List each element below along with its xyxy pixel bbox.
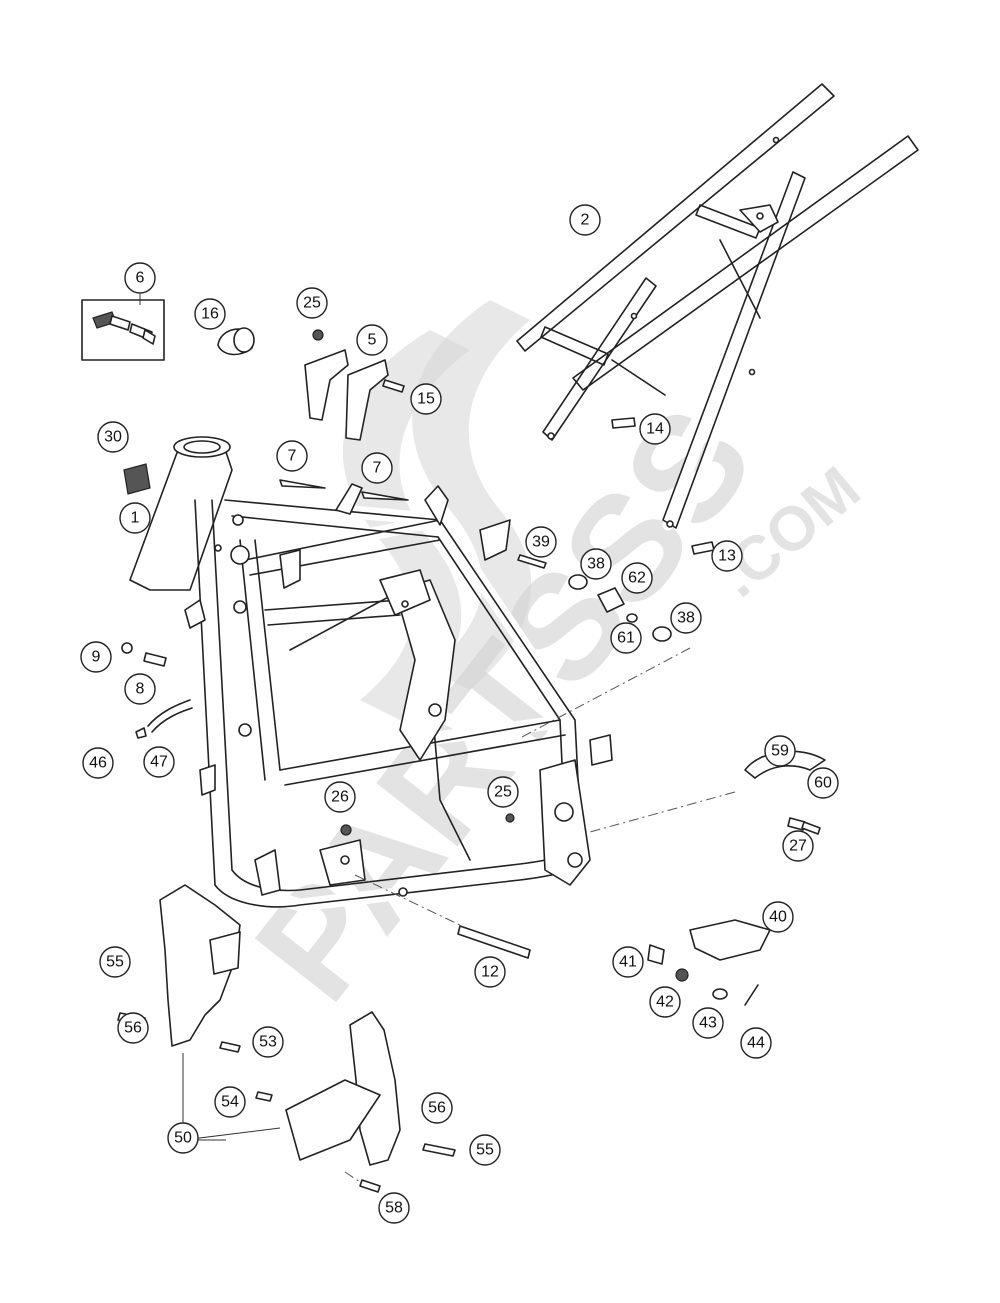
callout-14: 14 — [639, 413, 671, 445]
callout-61: 61 — [610, 622, 642, 654]
callout-7a-text: 7 — [288, 448, 297, 465]
callout-26-text: 26 — [331, 789, 349, 806]
callout-53: 53 — [252, 1026, 284, 1058]
callout-25b: 25 — [487, 776, 519, 808]
callout-40-text: 40 — [769, 909, 787, 926]
callout-62-text: 62 — [628, 570, 646, 587]
callout-7b-text: 7 — [373, 460, 382, 477]
callout-47-text: 47 — [150, 754, 168, 771]
callout-58: 58 — [378, 1192, 410, 1224]
part-bolt-14 — [611, 417, 636, 429]
part-cap — [217, 327, 255, 356]
callout-53-text: 53 — [259, 1034, 277, 1051]
callout-41: 41 — [612, 946, 644, 978]
callout-12-text: 12 — [481, 964, 499, 981]
callout-30: 30 — [97, 421, 129, 453]
callout-30-text: 30 — [104, 429, 122, 446]
part-frame-protectors — [117, 884, 456, 1193]
part-nut-25 — [505, 813, 515, 823]
callout-43-text: 43 — [699, 1015, 717, 1032]
part-shock-mount — [517, 554, 672, 642]
part-long-bolt — [457, 925, 531, 959]
callout-7a: 7 — [276, 440, 308, 472]
callout-13-text: 13 — [718, 548, 736, 565]
callout-5: 5 — [356, 324, 388, 356]
rear-subframe — [514, 83, 919, 536]
callout-9-text: 9 — [92, 649, 101, 666]
callout-25a-text: 25 — [303, 295, 321, 312]
callout-6: 6 — [124, 262, 156, 294]
callout-38a-text: 38 — [587, 556, 605, 573]
callout-41-text: 41 — [619, 954, 637, 971]
callout-44-text: 44 — [747, 1035, 765, 1052]
part-bracket-set — [304, 329, 405, 441]
part-bolt-nut-8-9 — [121, 642, 167, 667]
callout-15-text: 15 — [417, 391, 435, 408]
callout-61-text: 61 — [617, 630, 635, 647]
callout-39: 39 — [525, 526, 557, 558]
callout-25a: 25 — [296, 287, 328, 319]
callout-38a: 38 — [580, 548, 612, 580]
callout-9: 9 — [80, 641, 112, 673]
callout-56a: 56 — [117, 1012, 149, 1044]
callout-42-text: 42 — [656, 994, 674, 1011]
callout-60: 60 — [807, 767, 839, 799]
main-frame — [129, 436, 613, 912]
callout-46: 46 — [82, 747, 114, 779]
callout-47: 47 — [143, 746, 175, 778]
callout-labels: 1 2 5 6 7 7 8 9 12 13 14 15 16 25 25 26 … — [80, 204, 839, 1224]
part-footrest — [647, 919, 771, 1006]
callout-55b: 55 — [469, 1134, 501, 1166]
callout-5-text: 5 — [368, 332, 377, 349]
callout-7b: 7 — [361, 452, 393, 484]
callout-1: 1 — [119, 502, 151, 534]
callout-62: 62 — [621, 562, 653, 594]
callout-2: 2 — [569, 204, 601, 236]
part-nut-26 — [340, 824, 352, 836]
part-bush — [123, 463, 151, 495]
part-decals — [279, 479, 409, 501]
callout-1-text: 1 — [131, 510, 140, 527]
callout-8: 8 — [124, 673, 156, 705]
callout-50-text: 50 — [174, 1130, 192, 1147]
callout-56a-text: 56 — [124, 1020, 142, 1037]
callout-12: 12 — [474, 956, 506, 988]
callout-59-text: 59 — [771, 743, 789, 760]
callout-15: 15 — [410, 383, 442, 415]
callout-2-text: 2 — [581, 212, 590, 229]
callout-26: 26 — [324, 781, 356, 813]
callout-40: 40 — [762, 901, 794, 933]
callout-54-text: 54 — [221, 1094, 239, 1111]
callout-56b: 56 — [421, 1092, 453, 1124]
callout-59: 59 — [764, 735, 796, 767]
callout-46-text: 46 — [89, 755, 107, 772]
callout-50: 50 — [167, 1122, 199, 1154]
callout-16-text: 16 — [201, 306, 219, 323]
callout-43: 43 — [692, 1007, 724, 1039]
callout-38b-text: 38 — [677, 610, 695, 627]
callout-6-text: 6 — [136, 270, 145, 287]
callout-54: 54 — [214, 1086, 246, 1118]
callout-13: 13 — [711, 540, 743, 572]
callout-60-text: 60 — [814, 775, 832, 792]
callout-55a: 55 — [99, 946, 131, 978]
callout-55b-text: 55 — [476, 1142, 494, 1159]
callout-42: 42 — [649, 986, 681, 1018]
callout-27-text: 27 — [789, 838, 807, 855]
callout-27: 27 — [782, 830, 814, 862]
callout-16: 16 — [194, 298, 226, 330]
callout-39-text: 39 — [532, 534, 550, 551]
callout-58-text: 58 — [385, 1200, 403, 1217]
callout-14-text: 14 — [646, 421, 664, 438]
callout-44: 44 — [740, 1027, 772, 1059]
callout-55a-text: 55 — [106, 954, 124, 971]
callout-38b: 38 — [670, 602, 702, 634]
part-hose-46-47 — [135, 699, 193, 739]
callout-25b-text: 25 — [494, 784, 512, 801]
callout-56b-text: 56 — [428, 1100, 446, 1117]
callout-8-text: 8 — [136, 681, 145, 698]
part-lock-set — [81, 299, 165, 361]
